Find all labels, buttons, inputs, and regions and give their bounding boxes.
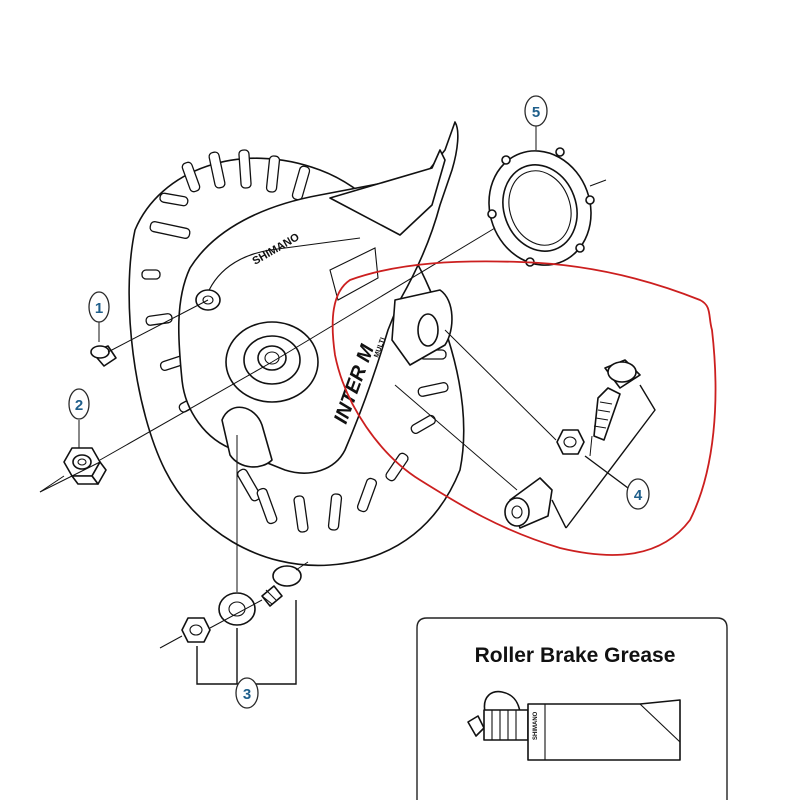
hex-nut-icon (63, 447, 107, 485)
grease-tube-icon: SHIMANO (467, 690, 681, 761)
svg-text:2: 2 (75, 397, 83, 414)
dust-cap-icon (90, 345, 117, 367)
anchor-bolt-set-icon (181, 565, 302, 643)
svg-text:3: 3 (243, 686, 251, 703)
callout-5: 5 (524, 95, 548, 127)
inset-title: Roller Brake Grease (475, 644, 676, 667)
callout-1: 1 (88, 291, 110, 323)
grease-inset: Roller Brake Grease SHIMANO (416, 617, 728, 800)
tube-label: SHIMANO (533, 711, 539, 740)
svg-text:5: 5 (532, 104, 540, 121)
svg-text:4: 4 (634, 487, 643, 504)
callout-2: 2 (68, 388, 90, 420)
callout-4: 4 (626, 478, 650, 510)
svg-text:1: 1 (95, 300, 103, 317)
cover-ring-icon (487, 147, 595, 267)
callout-3: 3 (235, 677, 259, 709)
hub-brake-assembly-icon: SHIMANO INTER M MULTI (128, 121, 465, 567)
cable-adjuster-set-icon (504, 359, 641, 529)
highlight-loop (331, 260, 717, 556)
